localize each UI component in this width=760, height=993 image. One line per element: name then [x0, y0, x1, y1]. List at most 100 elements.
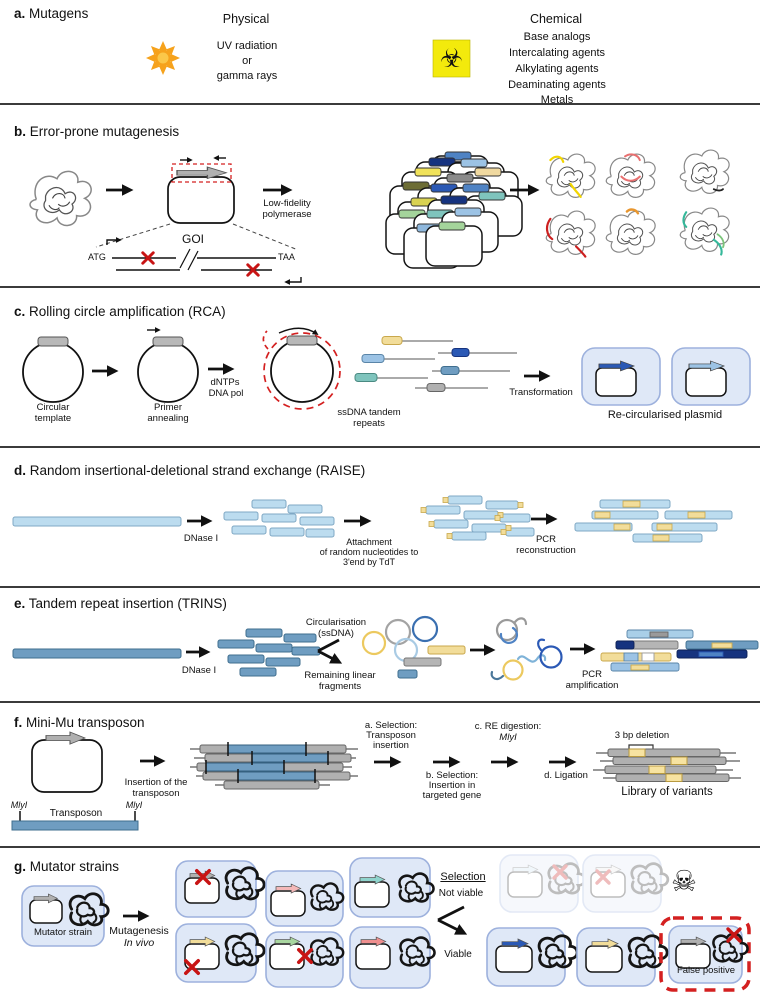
attachment-label: of random nucleotides to [319, 547, 419, 557]
panel-e-art [12, 615, 759, 681]
false-positive-label: False positive [676, 965, 736, 976]
panel-g-label: g. [14, 859, 26, 874]
tdt-fragments [420, 495, 535, 541]
chemical-line: Alkylating agents [515, 63, 599, 75]
panel-e-title-text: Tandem repeat insertion (TRINS) [28, 596, 227, 611]
transposon-label: Transposon [49, 808, 103, 819]
library-label: Library of variants [621, 786, 713, 798]
panel-g-title-text: Mutator strains [29, 859, 120, 874]
panel-a-title: a. Mutagens [14, 6, 88, 21]
start-codon-label: ATG [88, 252, 106, 262]
circular-template-label: Circular [36, 402, 70, 413]
ssdna-tandem-repeats [354, 336, 517, 392]
false-positive-cell [659, 916, 751, 992]
circular-template [22, 336, 84, 403]
mlyi-site-label: MlyI [10, 800, 28, 810]
chemical-line: Metals [540, 94, 574, 106]
source-dna-bar [12, 648, 182, 659]
ssdna-label: repeats [353, 418, 385, 429]
panel-b-label: b. [14, 124, 26, 139]
biohazard-icon: ☣ [439, 43, 464, 73]
remaining-label: Remaining linear [304, 670, 376, 681]
step-c-enzyme-label: MlyI [499, 732, 517, 743]
panel-f-label: f. [14, 715, 23, 730]
mlyi-site-label: MlyI [125, 800, 143, 810]
panel-g-art [21, 854, 751, 992]
circularised-ssdna [361, 615, 439, 663]
panel-b-art [29, 149, 730, 285]
dntps-label: dNTPs [210, 377, 240, 388]
chemical-line: Intercalating agents [508, 47, 606, 59]
step-b-label: b. Selection: [425, 770, 479, 781]
panel-d-art [12, 495, 733, 543]
panel-d-label: d. [14, 463, 26, 478]
donor-plasmid [31, 731, 103, 793]
insertion-label: transposon [132, 788, 180, 799]
physical-line: gamma rays [216, 70, 278, 82]
goi-dna-strands [106, 237, 302, 285]
stop-codon-label: TAA [278, 252, 295, 262]
pcr-label: reconstruction [516, 545, 576, 556]
panel-a-art [146, 39, 471, 78]
step-c-label: c. RE digestion: [474, 721, 542, 732]
panel-e-title: e. Tandem repeat insertion (TRINS) [14, 596, 227, 611]
biohazard-background [432, 39, 471, 78]
mutagenesis-label: Mutagenesis [109, 925, 169, 937]
dna-pol-label: DNA pol [208, 388, 244, 399]
variant-library [593, 744, 741, 782]
dnase-fragments [217, 628, 321, 677]
panel-a-label: a. [14, 6, 26, 21]
physical-line: or [242, 55, 252, 67]
primer-annealing-label: Primer [154, 402, 182, 413]
circularisation-label: (ssDNA) [318, 628, 354, 639]
trins-library [600, 629, 759, 672]
remaining-label: fragments [318, 681, 362, 692]
remaining-linear-fragments [397, 645, 466, 679]
mutator-strain-label: Mutator strain [33, 927, 93, 938]
selection-heading: Selection [440, 871, 486, 883]
protein-structure [29, 170, 92, 227]
panel-dividers [0, 103, 760, 848]
mutagenised-cells [175, 857, 436, 989]
chemical-line: Base analogs [523, 31, 591, 43]
primer-annealing-plasmid [137, 327, 199, 403]
panel-a-title-text: Mutagens [29, 6, 89, 21]
dnase-label: DNase I [183, 533, 219, 544]
reconstructed-dna [574, 499, 733, 543]
panel-f-art [11, 731, 741, 831]
panel-d-title-text: Random insertional-deletional strand exc… [29, 463, 366, 478]
dnase-label: DNase I [181, 665, 217, 676]
source-dna-bar [12, 516, 182, 527]
physical-heading: Physical [222, 12, 270, 26]
chemical-line: Deaminating agents [508, 79, 606, 91]
panel-b-title-text: Error-prone mutagenesis [29, 124, 180, 139]
step-d-label: d. Ligation [544, 770, 588, 781]
viable-label: Viable [444, 949, 472, 960]
circularisation-label: Circularisation [305, 617, 367, 628]
panel-c-title-text: Rolling circle amplification (RCA) [29, 304, 226, 319]
attachment-label: 3'end by TdT [342, 557, 396, 567]
transformed-cells [581, 347, 751, 406]
attachment-label: Attachment [346, 537, 392, 547]
not-viable-cells [499, 854, 670, 913]
step-a-label: a. Selection: [364, 720, 418, 731]
rolling-circle-intermediates [490, 617, 563, 681]
ssdna-label: ssDNA tandem [337, 407, 401, 418]
step-b-label: Insertion in [428, 780, 476, 791]
panel-d-title: d. Random insertional-deletional strand … [14, 463, 365, 478]
viable-cells [486, 927, 669, 987]
step-a-label: Transposon [366, 730, 416, 741]
panel-b-title: b. Error-prone mutagenesis [14, 124, 179, 139]
not-viable-label: Not viable [438, 888, 484, 899]
pcr-label: PCR [535, 534, 557, 545]
insertion-label: Insertion of the [124, 777, 188, 788]
dnase-fragments [223, 499, 335, 538]
panel-f-title-text: Mini-Mu transposon [26, 715, 145, 730]
panel-g-title: g. Mutator strains [14, 859, 119, 874]
sun-icon [146, 41, 180, 75]
recircularised-label: Re-circularised plasmid [607, 409, 723, 421]
panel-f-title: f. Mini-Mu transposon [14, 715, 145, 730]
step-b-label: targeted gene [422, 790, 482, 801]
